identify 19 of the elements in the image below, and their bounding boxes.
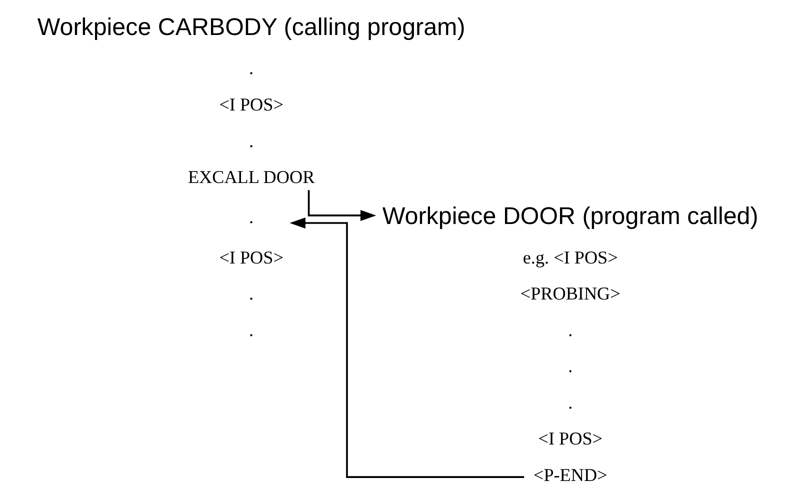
node-text: <PROBING>: [520, 284, 620, 304]
node-text: .: [568, 392, 572, 412]
node-text: EXCALL DOOR: [187, 167, 314, 188]
node-text: <P-END>: [532, 464, 607, 485]
arrow: [307, 190, 376, 221]
node-text: .: [568, 356, 572, 376]
node-text: <I POS>: [218, 247, 283, 268]
node-text: <I POS>: [538, 428, 602, 449]
node-text: .: [248, 130, 254, 151]
node-text: .: [248, 320, 254, 340]
node-text: Workpiece CARBODY (calling program): [36, 14, 465, 42]
arrow: [289, 218, 524, 478]
node-text: Workpiece DOOR (program called): [382, 203, 758, 230]
node-text: e.g. <I POS>: [522, 247, 618, 268]
node-text: <I POS>: [218, 94, 283, 115]
node-text: .: [248, 284, 254, 304]
node-text: .: [248, 58, 254, 78]
node-text: .: [248, 207, 254, 228]
node-text: .: [568, 320, 572, 340]
